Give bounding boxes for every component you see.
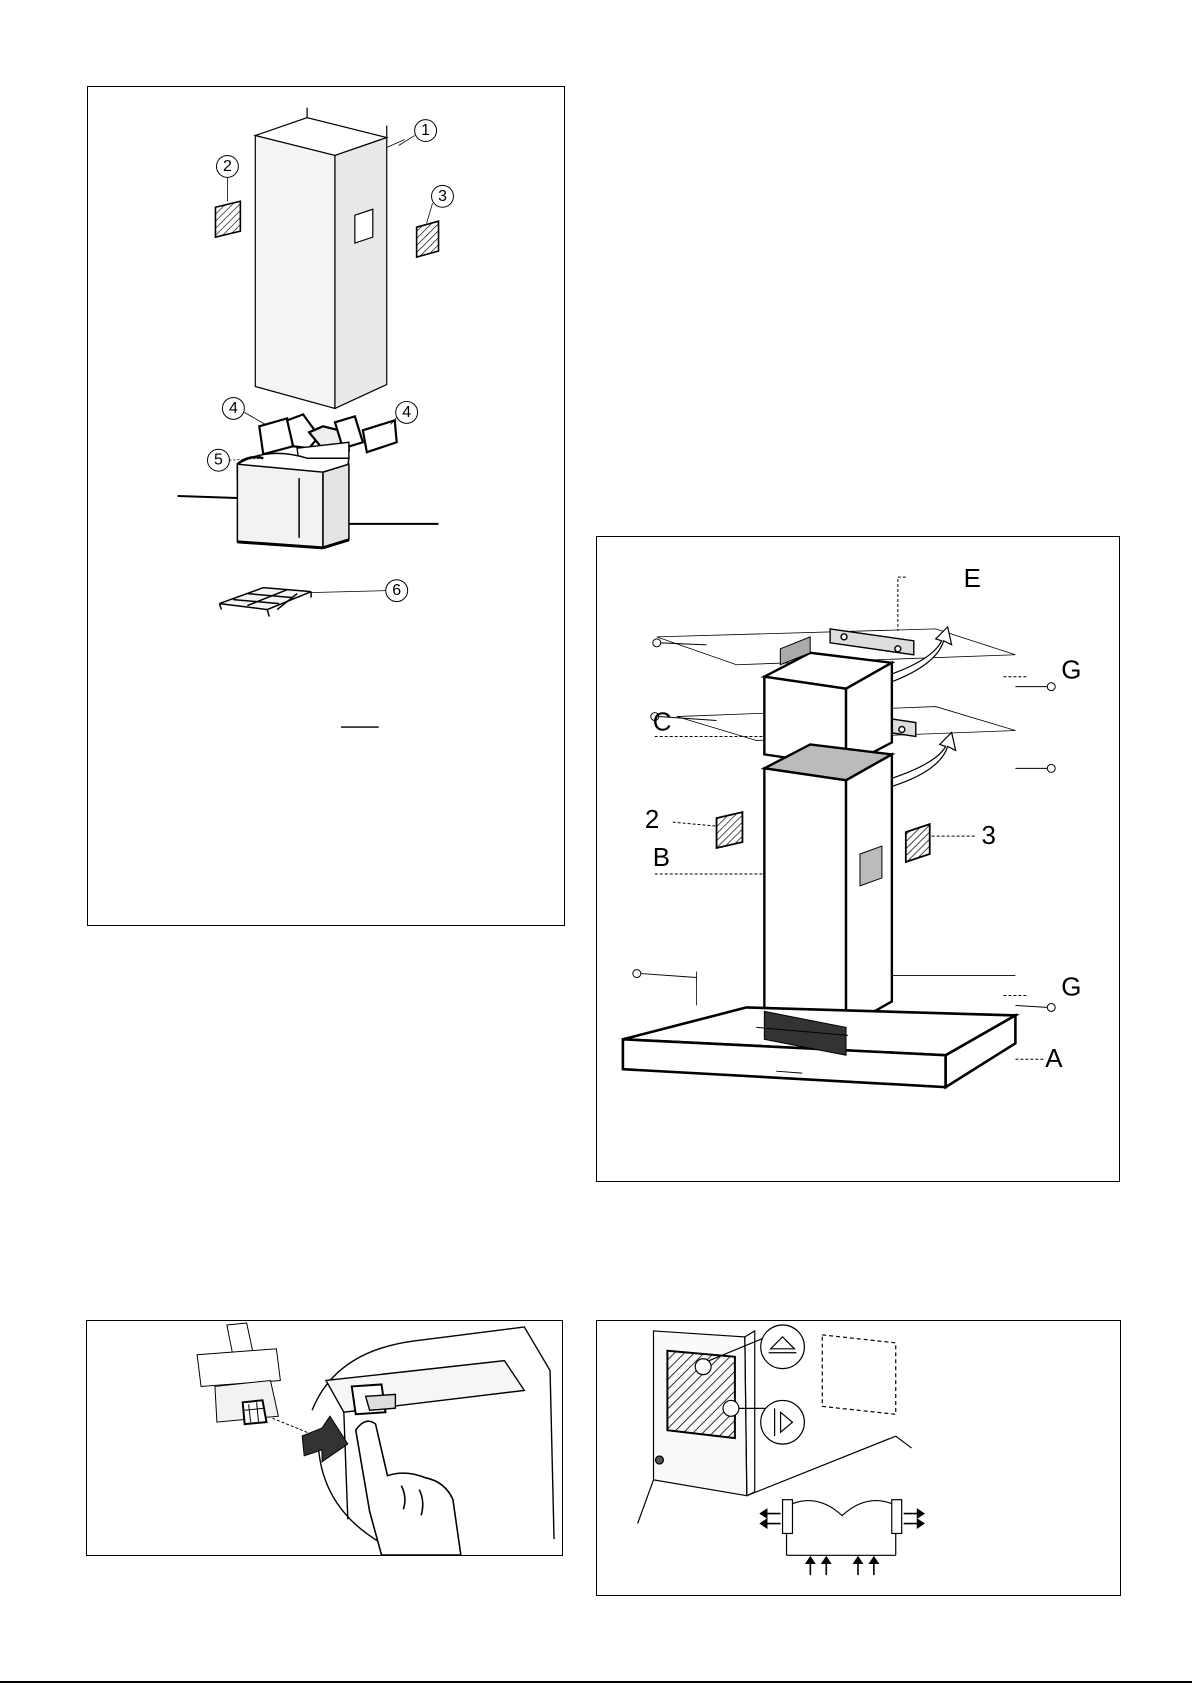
callout-6: 6 (392, 582, 401, 599)
figure-hood-assembly-drawing: E G C 2 3 B G A (597, 537, 1119, 1181)
label-g-top: G (1061, 657, 1081, 685)
callout-4a: 4 (229, 400, 238, 417)
carbon-filter-3 (417, 221, 439, 257)
label-g-bottom: G (1061, 974, 1081, 1002)
hood-canopy-a (623, 1007, 1015, 1087)
label-c: C (653, 709, 672, 737)
figure-carbon-filter-fitting (596, 1320, 1121, 1596)
filter-grid-6 (219, 588, 311, 617)
callout-3: 3 (438, 188, 447, 205)
figure-carbon-filter-fitting-drawing (597, 1321, 1120, 1595)
label-2: 2 (645, 806, 659, 834)
chimney-cover (255, 108, 404, 409)
label-b: B (653, 844, 670, 872)
footer-rule (0, 1681, 1192, 1683)
airflow-diagram (783, 1500, 902, 1556)
carbon-filter-2 (717, 812, 743, 848)
figure-chimney-exploded-drawing: 1 2 3 4 4 5 6 (88, 87, 564, 925)
hand-icon (356, 1421, 461, 1555)
figure-hood-assembly: E G C 2 3 B G A (596, 536, 1120, 1182)
callout-1: 1 (421, 122, 430, 139)
lower-chimney-b (764, 744, 892, 1027)
carbon-filter-2 (215, 201, 240, 237)
motor-housing (237, 453, 349, 547)
label-a: A (1045, 1045, 1063, 1073)
callout-2: 2 (223, 158, 232, 175)
callout-4b: 4 (402, 404, 411, 421)
carbon-filter-3 (906, 824, 930, 862)
hood-overview (197, 1323, 280, 1424)
figure-chimney-exploded: 1 2 3 4 4 5 6 (87, 86, 565, 926)
figure-filter-removal (86, 1320, 563, 1556)
figure-filter-removal-drawing (87, 1321, 562, 1555)
label-3: 3 (982, 822, 996, 850)
label-e: E (964, 565, 981, 593)
push-arrow (302, 1416, 348, 1462)
callout-5: 5 (214, 452, 223, 469)
